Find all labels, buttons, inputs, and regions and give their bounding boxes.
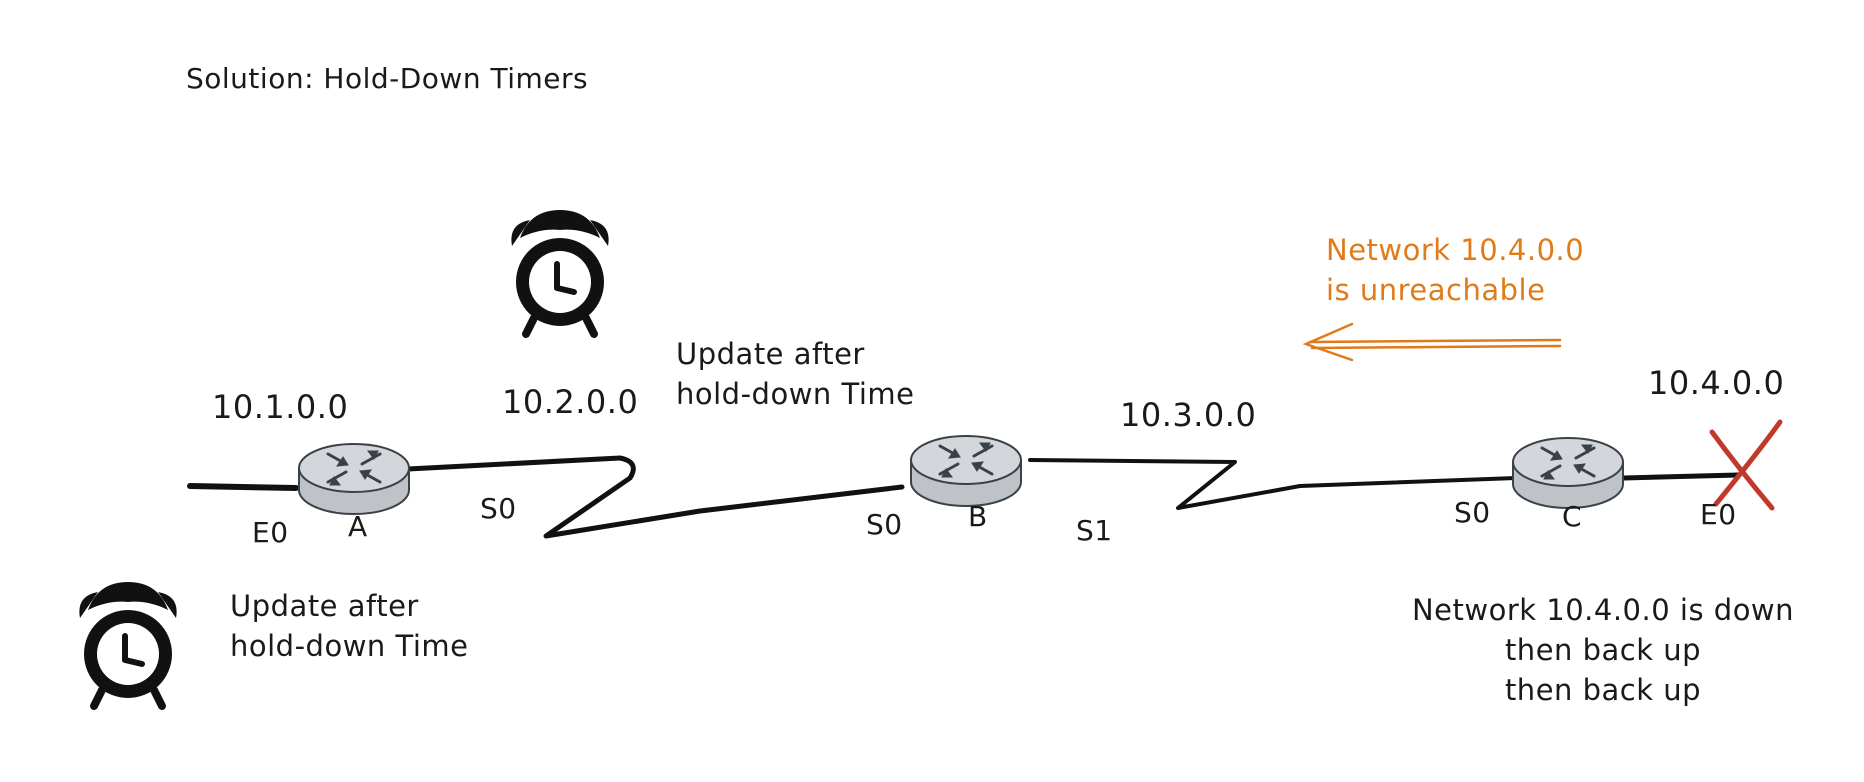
network-down-note: Network 10.4.0.0 is down then back up th… [1408,590,1798,710]
alarm-clock-icon-b [511,210,608,334]
interface-label-a-e0: E0 [252,516,289,549]
update-note-a-line-1: Update after [230,589,419,623]
update-note-a: Update after hold-down Time [230,586,469,666]
x-mark-icon [1709,419,1783,511]
network-label-10-3: 10.3.0.0 [1120,396,1257,434]
link-10-3 [1028,458,1518,510]
router-icon-b [909,434,1023,508]
update-note-b-line-1: Update after [676,337,865,371]
router-label-a: A [348,510,368,543]
network-label-10-4: 10.4.0.0 [1648,364,1785,402]
interface-label-a-s0: S0 [480,492,517,525]
link-10-1 [187,483,299,491]
interface-label-b-s0: S0 [866,508,903,541]
router-icon-a [297,442,411,516]
alarm-clock-icon-a [79,582,176,706]
interface-label-c-s0: S0 [1454,496,1491,529]
network-label-10-2: 10.2.0.0 [502,383,639,421]
update-note-a-line-2: hold-down Time [230,629,469,663]
network-down-note-line-1: Network 10.4.0.0 is down [1411,593,1795,627]
router-label-c: C [1562,500,1583,533]
link-10-2 [405,455,905,539]
update-note-b: Update after hold-down Time [676,334,915,414]
router-icon-c [1511,436,1625,510]
unreachable-note-line-1: Network 10.4.0.0 [1326,233,1585,267]
unreachable-note: Network 10.4.0.0 is unreachable [1326,230,1584,310]
interface-label-c-e0: E0 [1700,498,1737,531]
unreachable-note-line-2: is unreachable [1326,273,1546,307]
network-label-10-1: 10.1.0.0 [212,388,349,426]
network-down-note-line-2: then back up [1504,633,1702,667]
diagram-title: Solution: Hold-Down Timers [186,62,589,95]
link-10-4 [1621,472,1741,481]
interface-label-b-s1: S1 [1076,514,1113,547]
router-label-b: B [968,500,988,533]
update-note-b-line-2: hold-down Time [676,377,915,411]
update-direction-arrow [1302,322,1562,362]
network-down-note-line-3: then back up [1504,673,1702,707]
